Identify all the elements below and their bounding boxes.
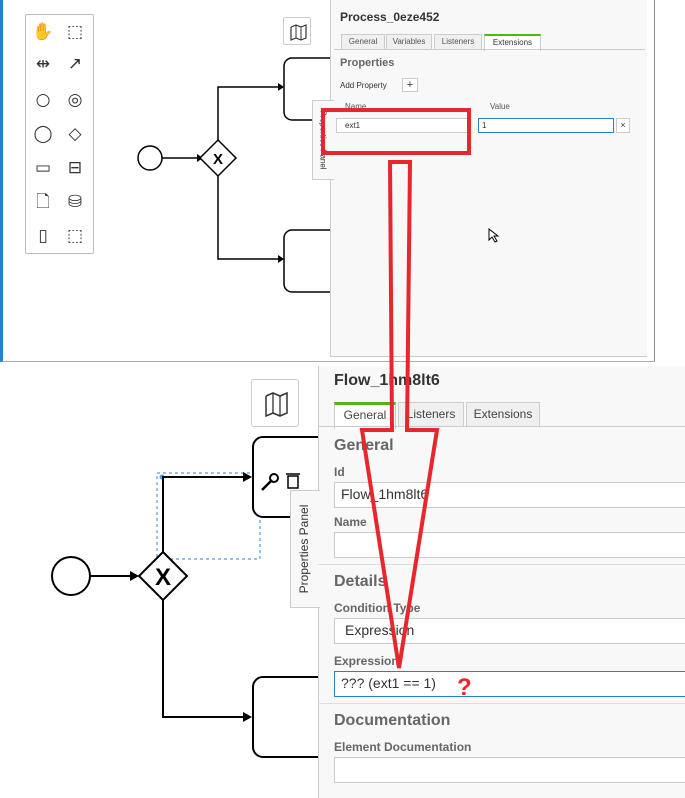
intermediate-event-icon[interactable]: ◎: [67, 90, 83, 110]
gateway-marker: X: [213, 151, 223, 168]
group-icon[interactable]: ⬚: [66, 226, 84, 246]
sequence-flow[interactable]: [217, 176, 280, 260]
start-event-icon[interactable]: ○: [35, 90, 51, 110]
name-column-header: Name: [345, 102, 367, 111]
condition-type-select[interactable]: Expression: [334, 618, 685, 644]
wrench-icon[interactable]: [261, 473, 279, 491]
top-tab-listeners[interactable]: Listeners: [434, 34, 482, 50]
end-event-icon[interactable]: ◯: [33, 124, 53, 144]
details-heading: Details: [334, 573, 387, 590]
top-palette: ✋ ⬚ ⇹ ↗ ○ ◎ ◯ ◇ ▭ ⊟ 🗋 ⛁ ▯ ⬚: [25, 14, 94, 254]
pool-icon[interactable]: ▯: [38, 226, 48, 246]
id-input[interactable]: Flow_1hm8lt6: [334, 482, 685, 508]
mouse-cursor-icon: [488, 228, 500, 243]
condition-type-label: Condition Type: [334, 601, 421, 615]
bottom-canvas[interactable]: X: [0, 366, 320, 798]
task-icon[interactable]: ▭: [34, 158, 52, 178]
bottom-side-tab-label: Properties Panel: [297, 504, 311, 594]
bottom-tab-extensions[interactable]: Extensions: [466, 402, 540, 427]
section-divider: [318, 703, 685, 704]
top-tab-divider: [334, 49, 645, 50]
start-event[interactable]: [137, 145, 163, 171]
top-properties-heading: Properties: [340, 57, 395, 69]
space-tool-icon[interactable]: ⇹: [35, 54, 51, 74]
map-icon: [290, 24, 307, 41]
gateway-marker: X: [155, 564, 171, 591]
element-documentation-input[interactable]: [334, 757, 685, 783]
top-tab-variables[interactable]: Variables: [386, 34, 432, 50]
add-property-button[interactable]: +: [402, 78, 418, 92]
global-connect-icon[interactable]: ↗: [67, 54, 83, 74]
top-properties-panel: [330, 0, 647, 357]
arrowhead: [130, 571, 139, 581]
top-tab-extensions[interactable]: Extensions: [484, 34, 541, 51]
documentation-heading: Documentation: [334, 712, 451, 729]
map-button[interactable]: [251, 379, 299, 427]
top-panel-title: Process_0eze452: [340, 10, 440, 24]
property-name-input[interactable]: ext1: [336, 118, 468, 133]
map-icon: [265, 391, 288, 418]
bottom-properties-panel-toggle[interactable]: [290, 490, 320, 608]
trash-icon[interactable]: [286, 473, 300, 489]
section-divider: [318, 564, 685, 565]
general-heading: General: [334, 437, 394, 454]
delete-property-button[interactable]: ×: [616, 118, 630, 133]
start-event[interactable]: [51, 556, 91, 596]
gateway-icon[interactable]: ◇: [68, 124, 82, 144]
task[interactable]: [283, 229, 330, 293]
data-store-icon[interactable]: ⛁: [67, 192, 83, 212]
sequence-flow[interactable]: [162, 600, 245, 718]
element-documentation-label: Element Documentation: [334, 740, 472, 754]
name-input[interactable]: [334, 532, 685, 558]
lasso-tool-icon[interactable]: ⬚: [66, 22, 84, 42]
map-button[interactable]: [283, 17, 311, 45]
add-property-label: Add Property: [340, 81, 387, 90]
expression-input[interactable]: ??? (ext1 == 1): [334, 671, 685, 697]
expression-label: Expression: [334, 654, 399, 668]
bottom-panel-title: Flow_1hm8lt6: [334, 372, 440, 389]
selected-sequence-flow[interactable]: [162, 476, 245, 552]
bottom-tab-general[interactable]: General: [334, 402, 396, 429]
task[interactable]: [252, 676, 320, 758]
selection-outline: [156, 472, 261, 560]
name-label: Name: [334, 515, 367, 529]
value-column-header: Value: [490, 102, 510, 111]
arrowhead: [243, 712, 252, 722]
subprocess-icon[interactable]: ⊟: [67, 158, 83, 178]
id-label: Id: [334, 465, 345, 479]
hand-tool-icon[interactable]: ✋: [32, 22, 54, 42]
property-value-input[interactable]: 1: [478, 118, 614, 133]
arrowhead: [278, 83, 284, 91]
arrowhead: [278, 255, 284, 263]
arrowhead: [243, 472, 252, 482]
bottom-tab-divider: [318, 426, 685, 427]
bottom-tab-listeners[interactable]: Listeners: [398, 402, 464, 427]
annotation-question-mark: ?: [457, 674, 472, 701]
sequence-flow[interactable]: [217, 86, 280, 140]
data-object-icon[interactable]: 🗋: [36, 192, 50, 212]
top-tab-general[interactable]: General: [341, 34, 385, 50]
top-side-tab-label: Properties Panel: [318, 110, 328, 170]
